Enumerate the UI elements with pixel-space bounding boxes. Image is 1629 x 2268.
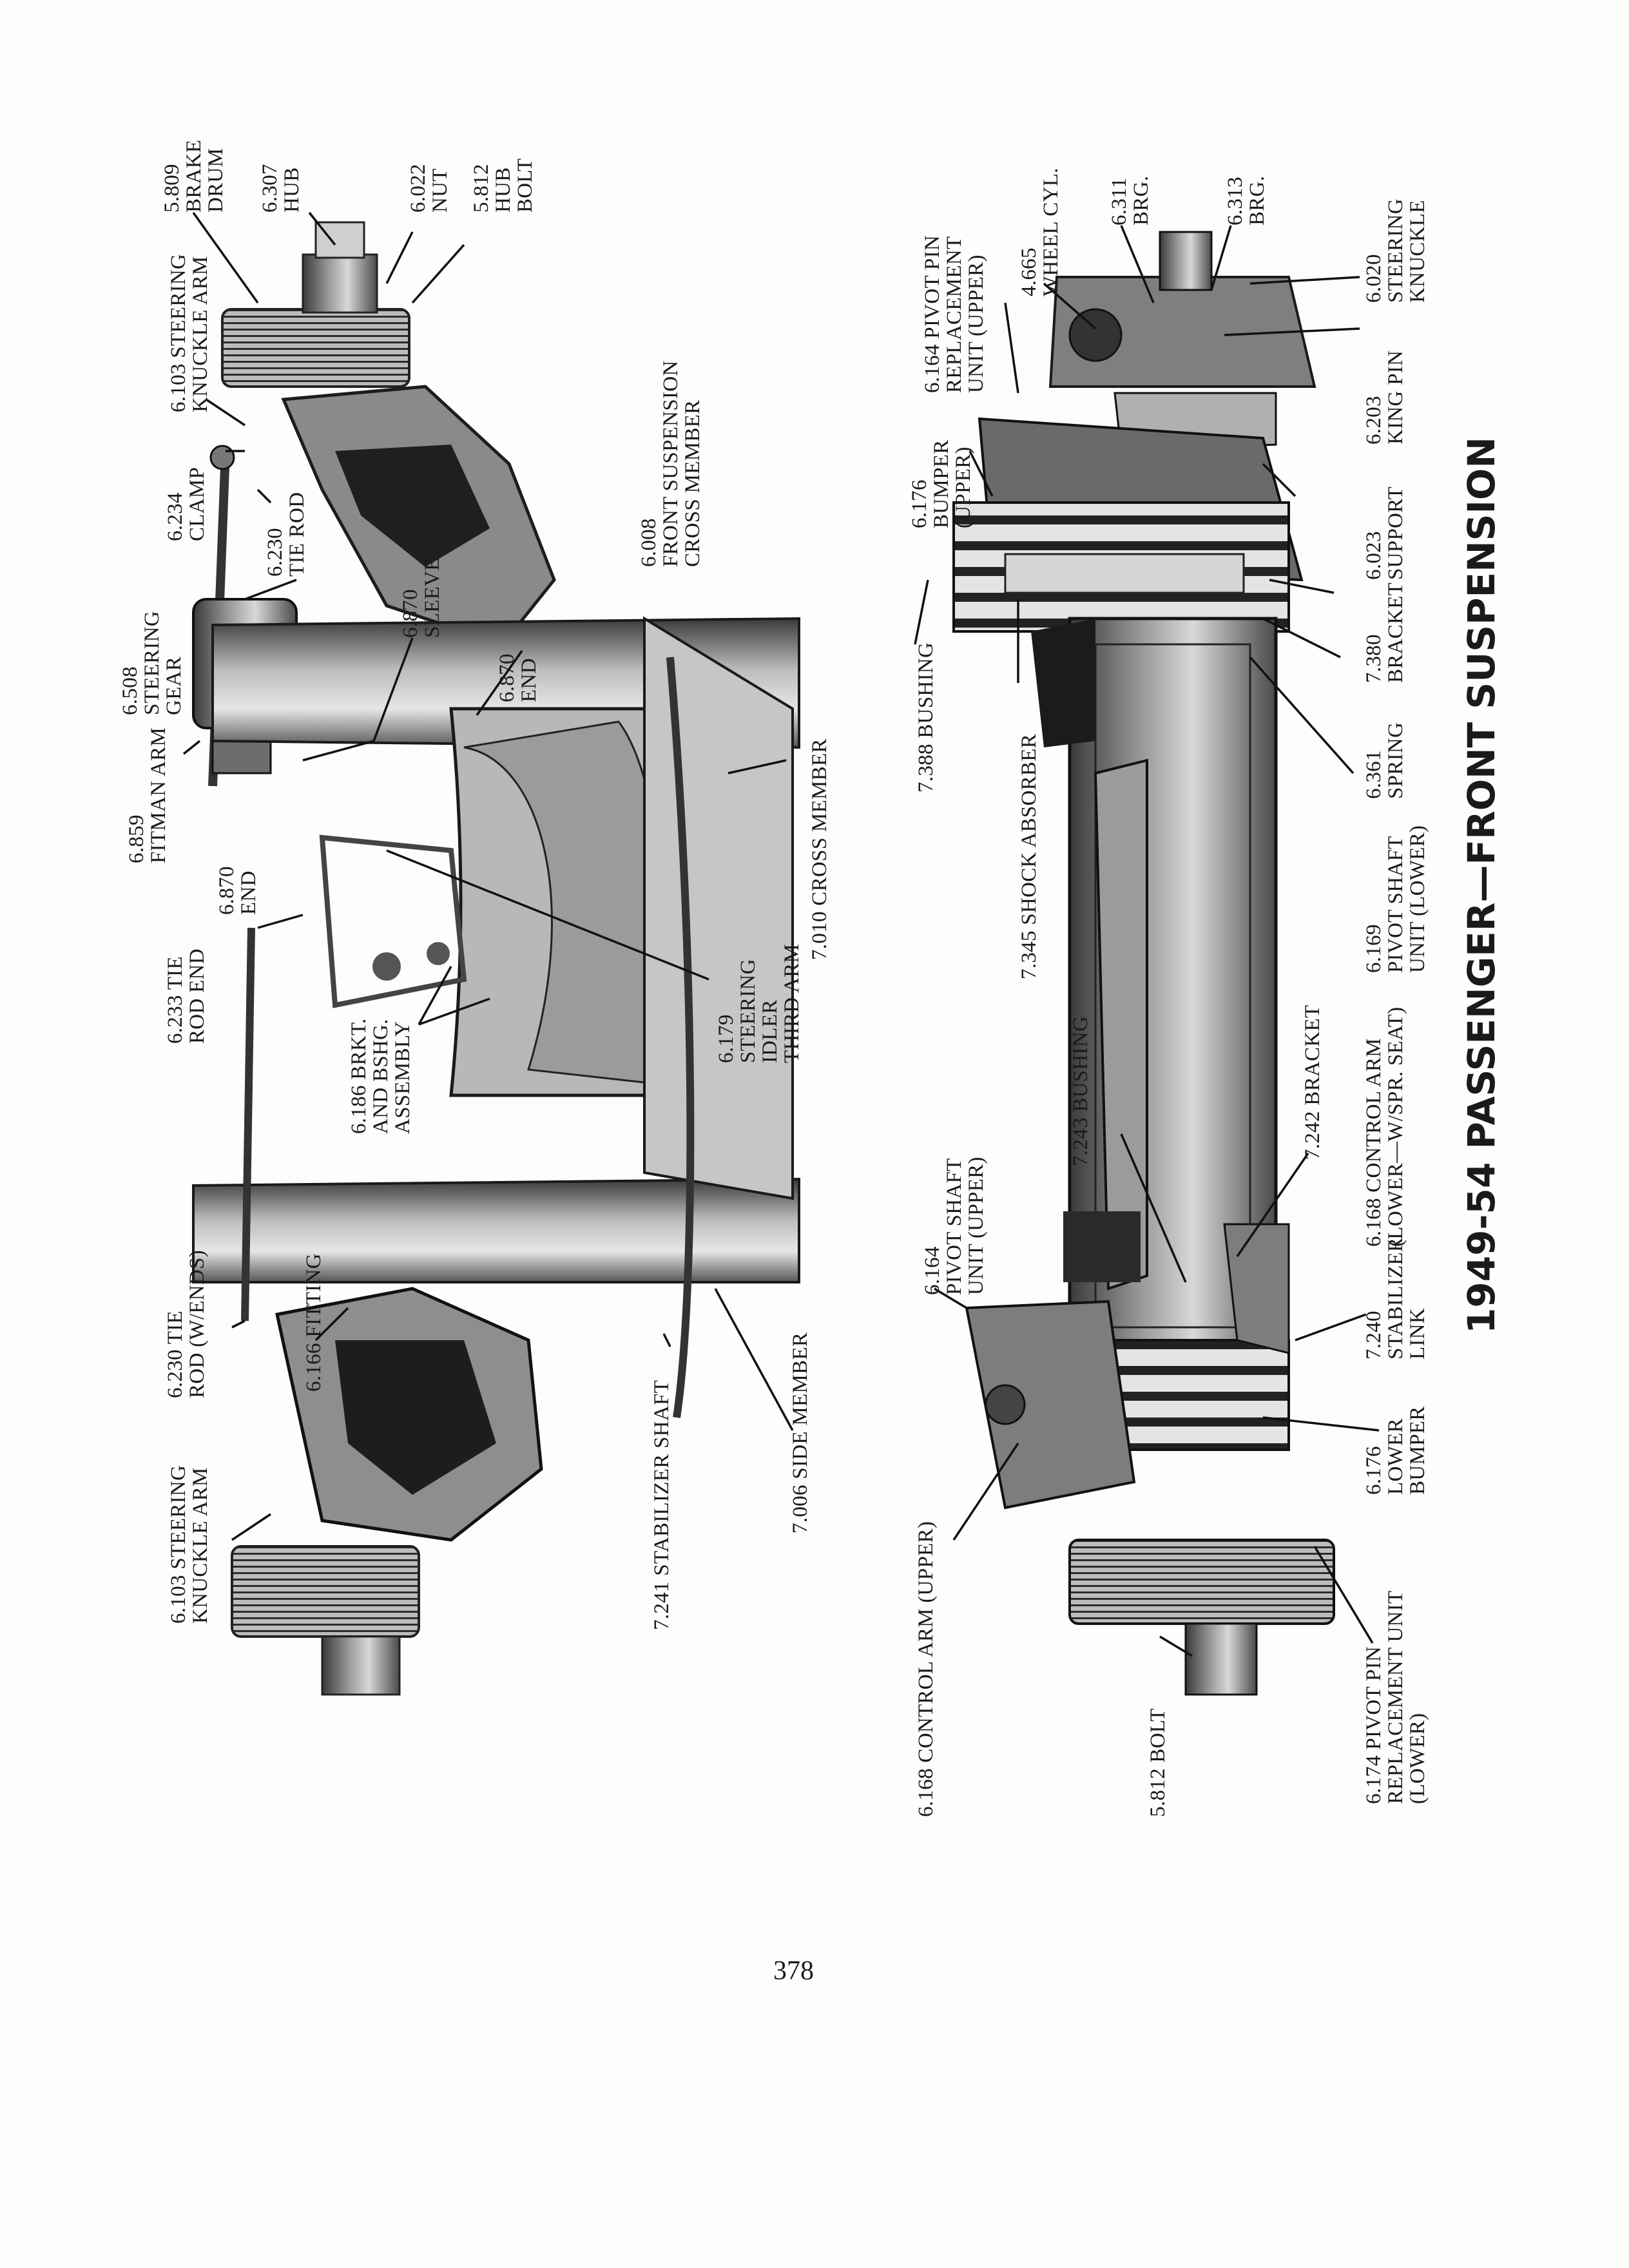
callout-bolt: 5.812 BOLT	[1146, 1708, 1170, 1817]
page-title: 1949-54 PASSENGER—FRONT SUSPENSION	[1460, 437, 1503, 1334]
callout-side-member: 7.006 SIDE MEMBER	[789, 1332, 812, 1533]
callout-shock-absorber: 7.345 SHOCK ABSORBER	[1017, 733, 1041, 979]
callout-cross-member: 7.010 CROSS MEMBER	[808, 738, 831, 960]
callout-bushing-7243: 7.243 BUSHING	[1069, 1015, 1092, 1166]
steering-knuckle-assembly	[1048, 231, 1316, 452]
upper-assembly	[192, 221, 800, 1696]
leader-lines	[182, 211, 1380, 1657]
callout-control-arm-upper: 6.168 CONTROL ARM (UPPER)	[914, 1521, 938, 1817]
brake-drum-bottom	[231, 1545, 420, 1696]
callout-stabilizer-shaft: 7.241 STABILIZER SHAFT	[650, 1379, 673, 1630]
callout-fitting: 6.166 FITTING	[302, 1253, 325, 1392]
callout-bracket-bushing-assembly: 6.186 BRKT.AND BSHG.ASSEMBLY	[347, 1018, 414, 1134]
lower-assembly	[952, 231, 1335, 1696]
callout-control-arm-lower: 6.168 CONTROL ARM(LOWER—W/SPR. SEAT)	[1362, 1006, 1407, 1247]
callout-bracket-7242: 7.242 BRACKET	[1301, 1004, 1324, 1160]
brake-drum-top	[221, 221, 410, 388]
callout-bushing-7388: 7.388 BUSHING	[914, 642, 938, 793]
page-number: 378	[773, 1956, 814, 1986]
